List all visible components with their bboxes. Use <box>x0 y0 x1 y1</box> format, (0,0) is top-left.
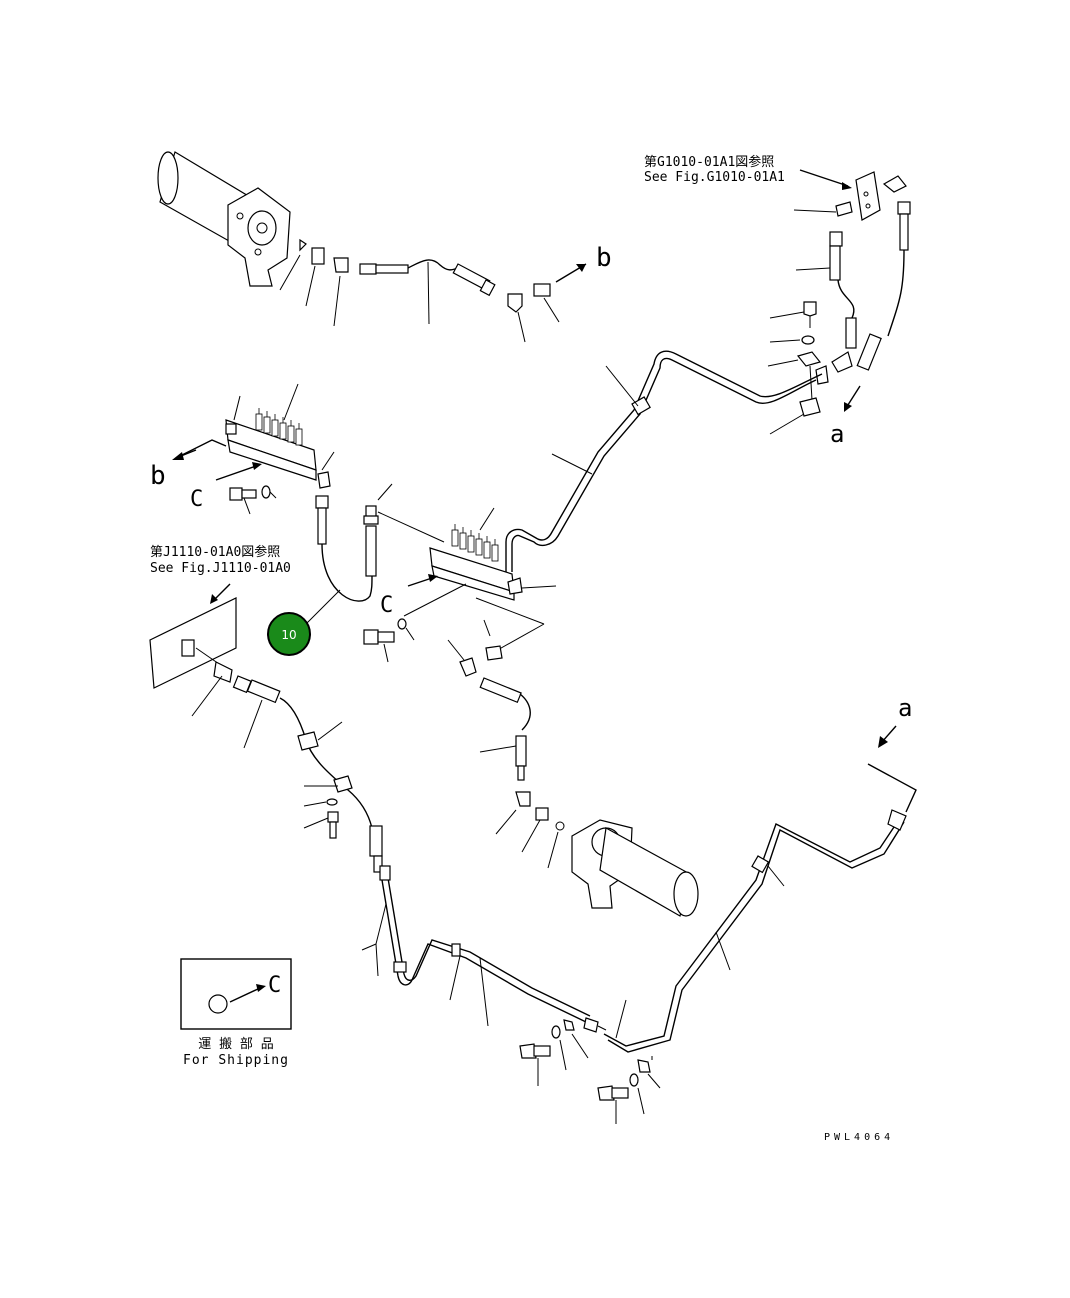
shipping-label-en: For Shipping <box>183 1053 289 1068</box>
reference-j1110-en: See Fig.J1110-01A0 <box>150 561 291 576</box>
drawing-code: PWL4064 <box>824 1132 894 1143</box>
label-a-top: a <box>830 420 844 448</box>
upper-left-cylinder <box>157 151 291 287</box>
callout-badge: 10 <box>267 612 311 656</box>
label-c-center: C <box>380 593 393 618</box>
upper-hose-assembly <box>279 238 587 343</box>
distributor-manifold-left <box>172 383 393 625</box>
label-b-left: b <box>150 461 166 491</box>
shipping-inset <box>180 958 292 1030</box>
steel-pipe-lower <box>361 865 607 1086</box>
mounting-panel-left <box>149 597 383 873</box>
reference-g1010-en: See Fig.G1010-01A1 <box>644 170 785 185</box>
reference-j1110-jp: 第J1110-01A0図参照 <box>150 544 280 560</box>
steel-pipe-right <box>597 725 917 1124</box>
steel-pipe-upper <box>505 350 823 572</box>
center-hose <box>479 677 565 869</box>
label-c-left: C <box>190 487 203 512</box>
shipping-label-jp: 運 搬 部 品 <box>198 1037 273 1052</box>
reference-g1010-jp: 第G1010-01A1図参照 <box>644 154 774 170</box>
label-b-top: b <box>596 243 612 273</box>
valve-block-top-right <box>767 171 911 435</box>
callout-number: 10 <box>281 628 296 642</box>
label-c-shipping: C <box>268 973 281 998</box>
distributor-manifold-center <box>363 507 557 677</box>
label-a-right: a <box>898 694 912 722</box>
lower-cylinder <box>571 819 699 917</box>
